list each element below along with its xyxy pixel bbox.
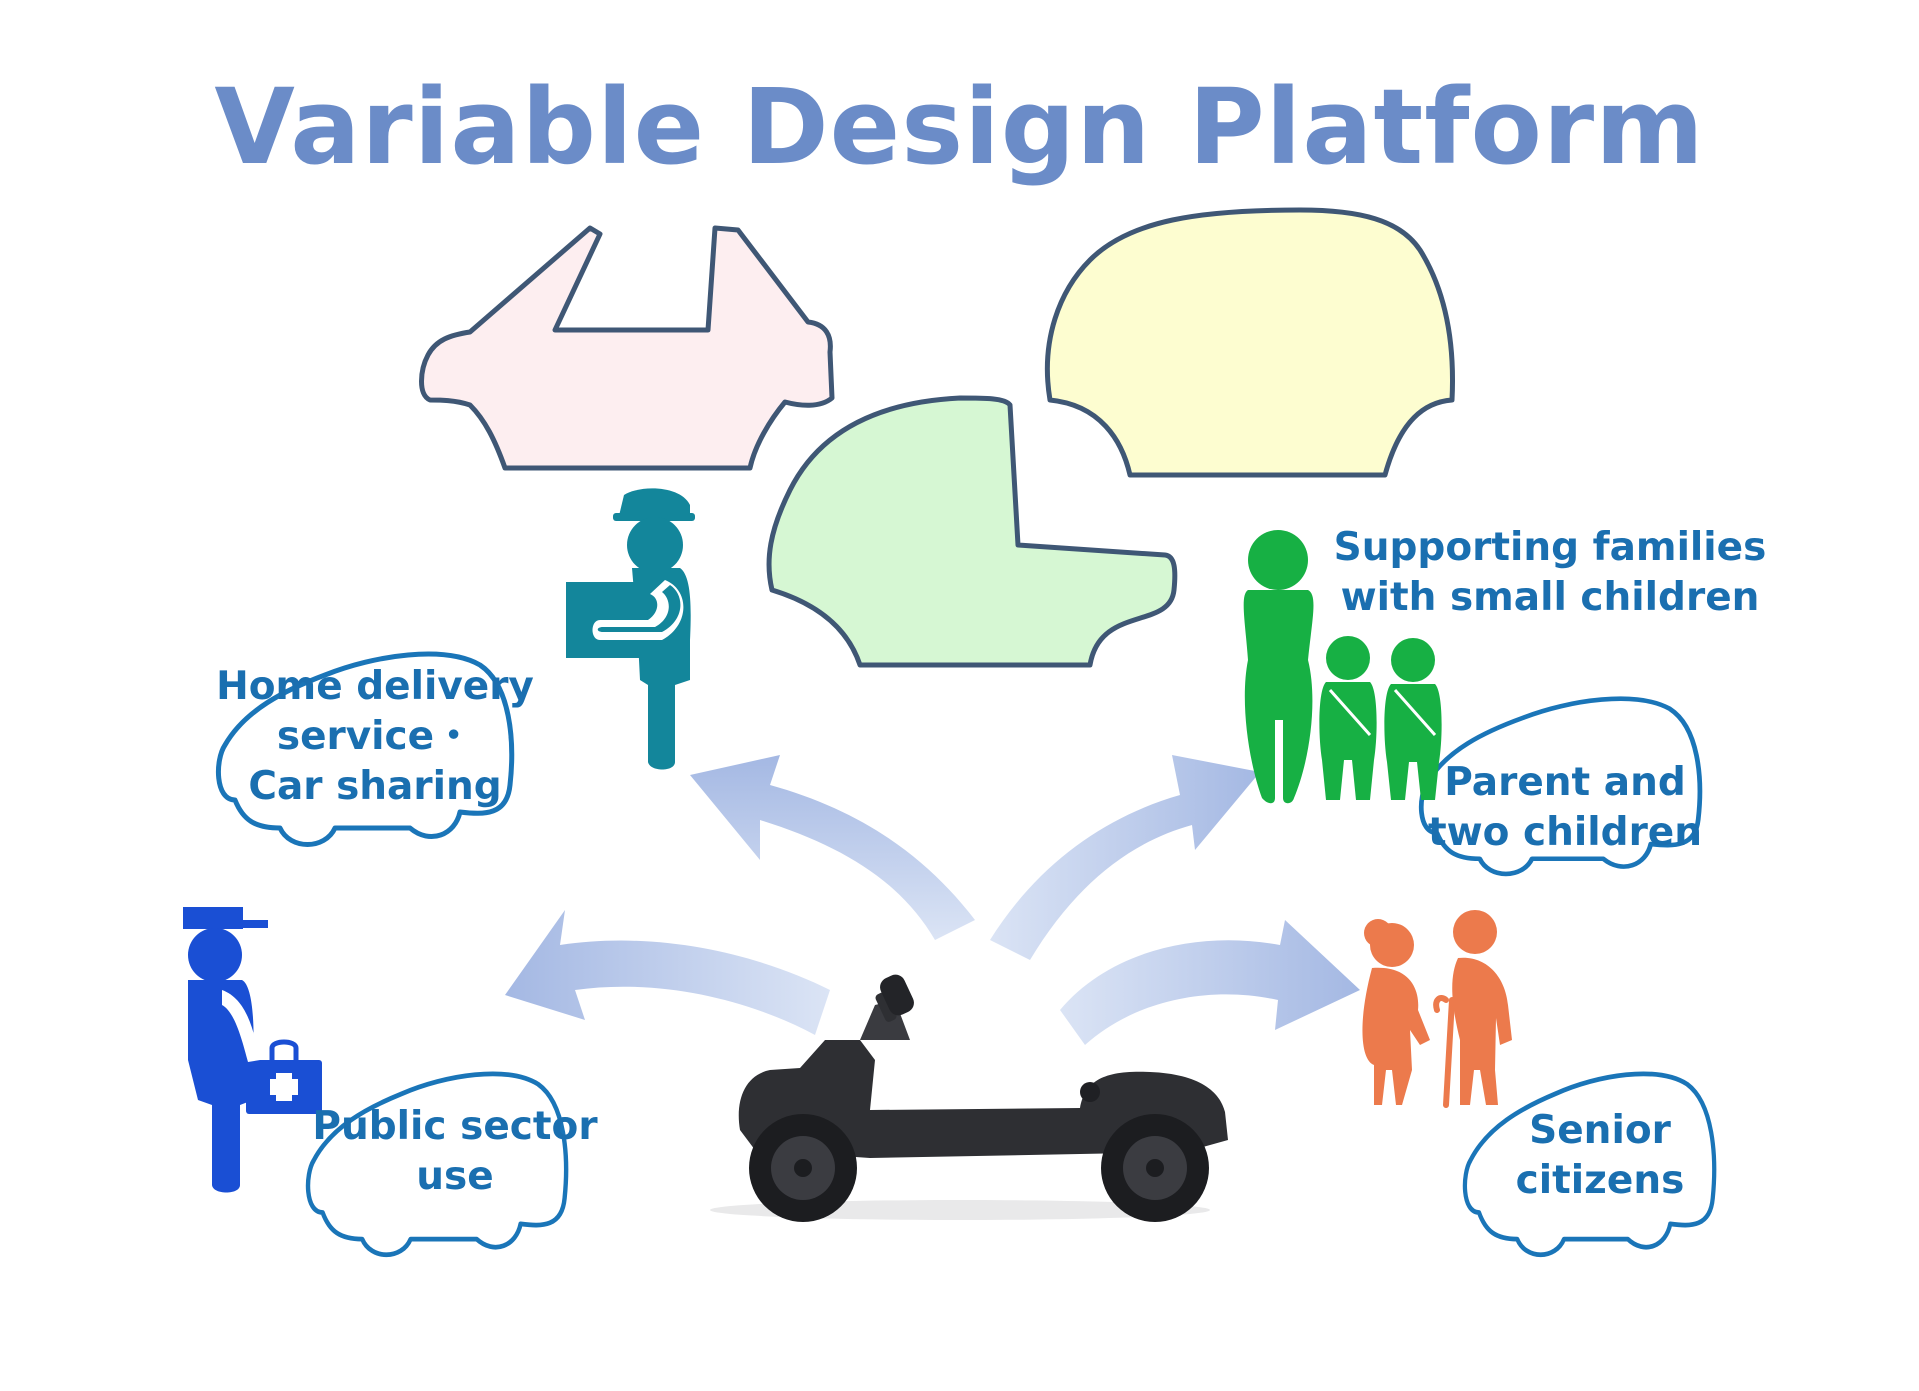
pickup-body-outline <box>766 395 1178 668</box>
public-worker-icon <box>183 907 322 1193</box>
arrow-to-delivery <box>690 755 975 940</box>
arrow-to-seniors <box>1060 920 1360 1045</box>
delivery-label: Home delivery service・ Car sharing <box>216 664 534 809</box>
parent-label: Parent and two children <box>1427 760 1703 855</box>
convertible-body-outline <box>419 225 835 471</box>
family-icon <box>1243 530 1442 804</box>
arrow-to-public <box>505 910 830 1035</box>
vehicle-chassis-icon <box>710 974 1228 1222</box>
delivery-person-icon <box>566 488 695 770</box>
page-title: Variable Design Platform <box>214 66 1705 188</box>
arrow-to-family <box>990 755 1260 960</box>
senior-couple-icon <box>1362 910 1512 1108</box>
public-label: Public sector use <box>312 1104 598 1199</box>
senior-label: Senior citizens <box>1515 1108 1685 1203</box>
van-body-outline <box>1044 207 1455 478</box>
families-label: Supporting families with small children <box>1333 525 1767 620</box>
